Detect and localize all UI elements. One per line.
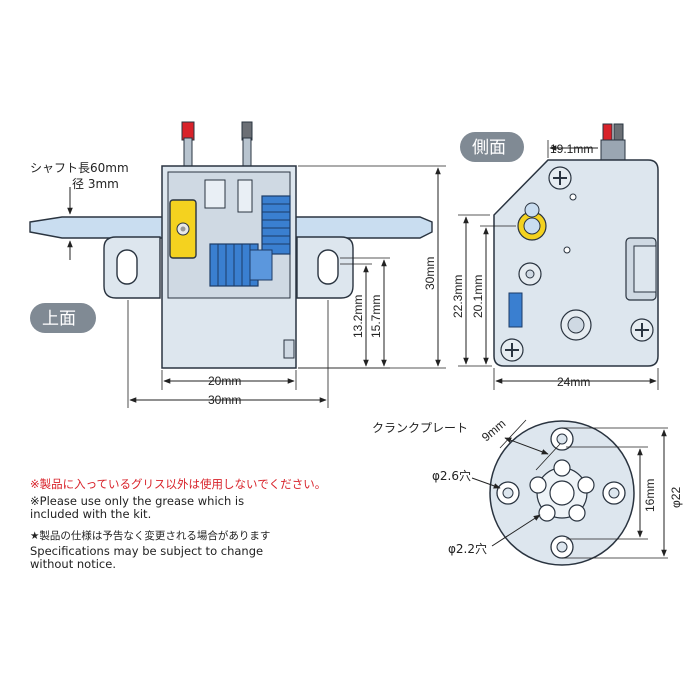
spec-notice-jp: ★製品の仕様は予告なく変更される場合があります xyxy=(30,530,271,542)
side-view-gearbox xyxy=(493,123,659,367)
svg-text:側面: 側面 xyxy=(472,138,506,158)
dim-22-3mm: 22.3mm xyxy=(451,275,465,318)
screw-icon xyxy=(500,338,524,362)
shaft-length-label: シャフト長60mm xyxy=(30,161,129,175)
motor-terminal xyxy=(508,292,523,328)
screw-icon xyxy=(630,318,654,342)
dim-30mm-height: 30mm xyxy=(423,257,437,290)
side-shaft-boss xyxy=(517,202,547,241)
screw-icon xyxy=(548,166,572,190)
grease-warning-en-2: included with the kit. xyxy=(30,507,152,521)
hole-2-6-label: φ2.6穴 xyxy=(432,468,471,483)
shaft-diameter-label: 径 3mm xyxy=(72,177,119,191)
dim-19-1mm: 19.1mm xyxy=(550,142,593,156)
crank-plate xyxy=(489,420,635,566)
top-view-badge: 上面 xyxy=(30,303,96,333)
dim-20mm: 20mm xyxy=(208,374,241,388)
blue-gears xyxy=(209,195,291,287)
crank-plate-dimensions xyxy=(471,419,668,559)
spec-notice-en-1: Specifications may be subject to change xyxy=(30,544,264,558)
yellow-bracket xyxy=(169,199,197,259)
top-view-gearbox xyxy=(29,121,433,369)
side-view-dimensions xyxy=(458,140,659,390)
dim-30mm-width: 30mm xyxy=(208,393,241,407)
hole-2-2-label: φ2.2穴 xyxy=(448,541,487,556)
side-wire-red xyxy=(602,123,613,143)
dim-phi22: φ22 xyxy=(669,487,683,508)
dim-13-2mm: 13.2mm xyxy=(351,295,365,338)
dim-24mm: 24mm xyxy=(557,375,590,389)
dim-9mm: 9mm xyxy=(479,416,508,444)
spec-notice-en-2: without notice. xyxy=(30,557,116,571)
dim-16mm: 16mm xyxy=(643,479,657,512)
wire-red xyxy=(181,121,195,141)
grease-warning-en-1: ※Please use only the grease which is xyxy=(30,494,245,508)
side-view-badge: 側面 xyxy=(460,132,524,162)
dim-15-7mm: 15.7mm xyxy=(369,295,383,338)
top-view-dimensions xyxy=(67,165,446,408)
mount-lug-right xyxy=(296,236,354,299)
svg-text:上面: 上面 xyxy=(42,309,76,329)
grease-warning-jp: ※製品に入っているグリス以外は使用しないでください。 xyxy=(30,477,327,491)
dim-20-1mm: 20.1mm xyxy=(471,275,485,318)
wire-black xyxy=(241,121,253,141)
crank-plate-title: クランクプレート xyxy=(372,421,468,435)
side-wire-black xyxy=(613,123,624,143)
mount-lug-left xyxy=(103,236,161,299)
